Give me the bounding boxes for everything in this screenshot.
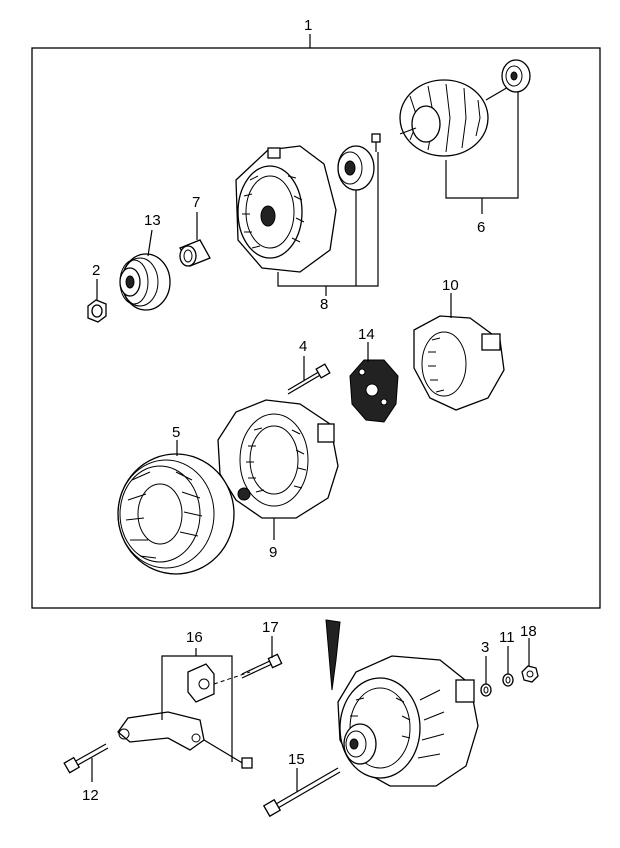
callout-2: 2 — [92, 262, 100, 279]
assembly-frame — [31, 47, 601, 609]
callout-9: 9 — [269, 544, 277, 561]
bracket-icon — [117, 711, 205, 751]
small-screw-icon — [371, 133, 381, 152]
callout-7: 7 — [192, 194, 200, 211]
alternator-assembly-icon — [325, 619, 479, 787]
rear-bearing-icon — [501, 59, 531, 93]
bolt-end-icon — [241, 757, 253, 769]
callout-13: 13 — [144, 212, 161, 229]
brush-holder-icon — [349, 359, 399, 423]
callout-1: 1 — [304, 17, 312, 34]
bracket-bushing-icon — [187, 663, 215, 703]
through-bolt-icon — [287, 363, 331, 395]
callout-6: 6 — [477, 219, 485, 236]
callout-3: 3 — [481, 639, 489, 656]
rotor-icon — [399, 79, 511, 157]
callout-18: 18 — [520, 623, 537, 640]
bolt-12-icon — [63, 743, 109, 774]
callout-16: 16 — [186, 629, 203, 646]
stator-icon — [117, 453, 235, 575]
callout-5: 5 — [172, 424, 180, 441]
callout-8: 8 — [320, 296, 328, 313]
callout-11: 11 — [499, 629, 515, 646]
front-housing-icon — [235, 145, 337, 273]
callout-17: 17 — [262, 619, 279, 636]
nut-18-icon — [521, 665, 539, 683]
washer-11-icon — [502, 673, 514, 687]
callout-10: 10 — [442, 277, 459, 294]
rear-housing-icon — [217, 399, 339, 519]
callout-15: 15 — [288, 751, 305, 768]
bolt-15-icon — [262, 767, 341, 818]
bolt-17-icon — [241, 653, 283, 679]
pulley-icon — [119, 253, 171, 311]
spacer-collar-icon — [179, 239, 211, 267]
callout-12: 12 — [82, 787, 99, 804]
rear-cover-icon — [413, 315, 505, 411]
callout-14: 14 — [358, 326, 375, 343]
washer-3-icon — [480, 683, 492, 697]
nut-icon — [87, 299, 107, 323]
front-bearing-icon — [337, 145, 375, 191]
callout-4: 4 — [299, 338, 307, 355]
